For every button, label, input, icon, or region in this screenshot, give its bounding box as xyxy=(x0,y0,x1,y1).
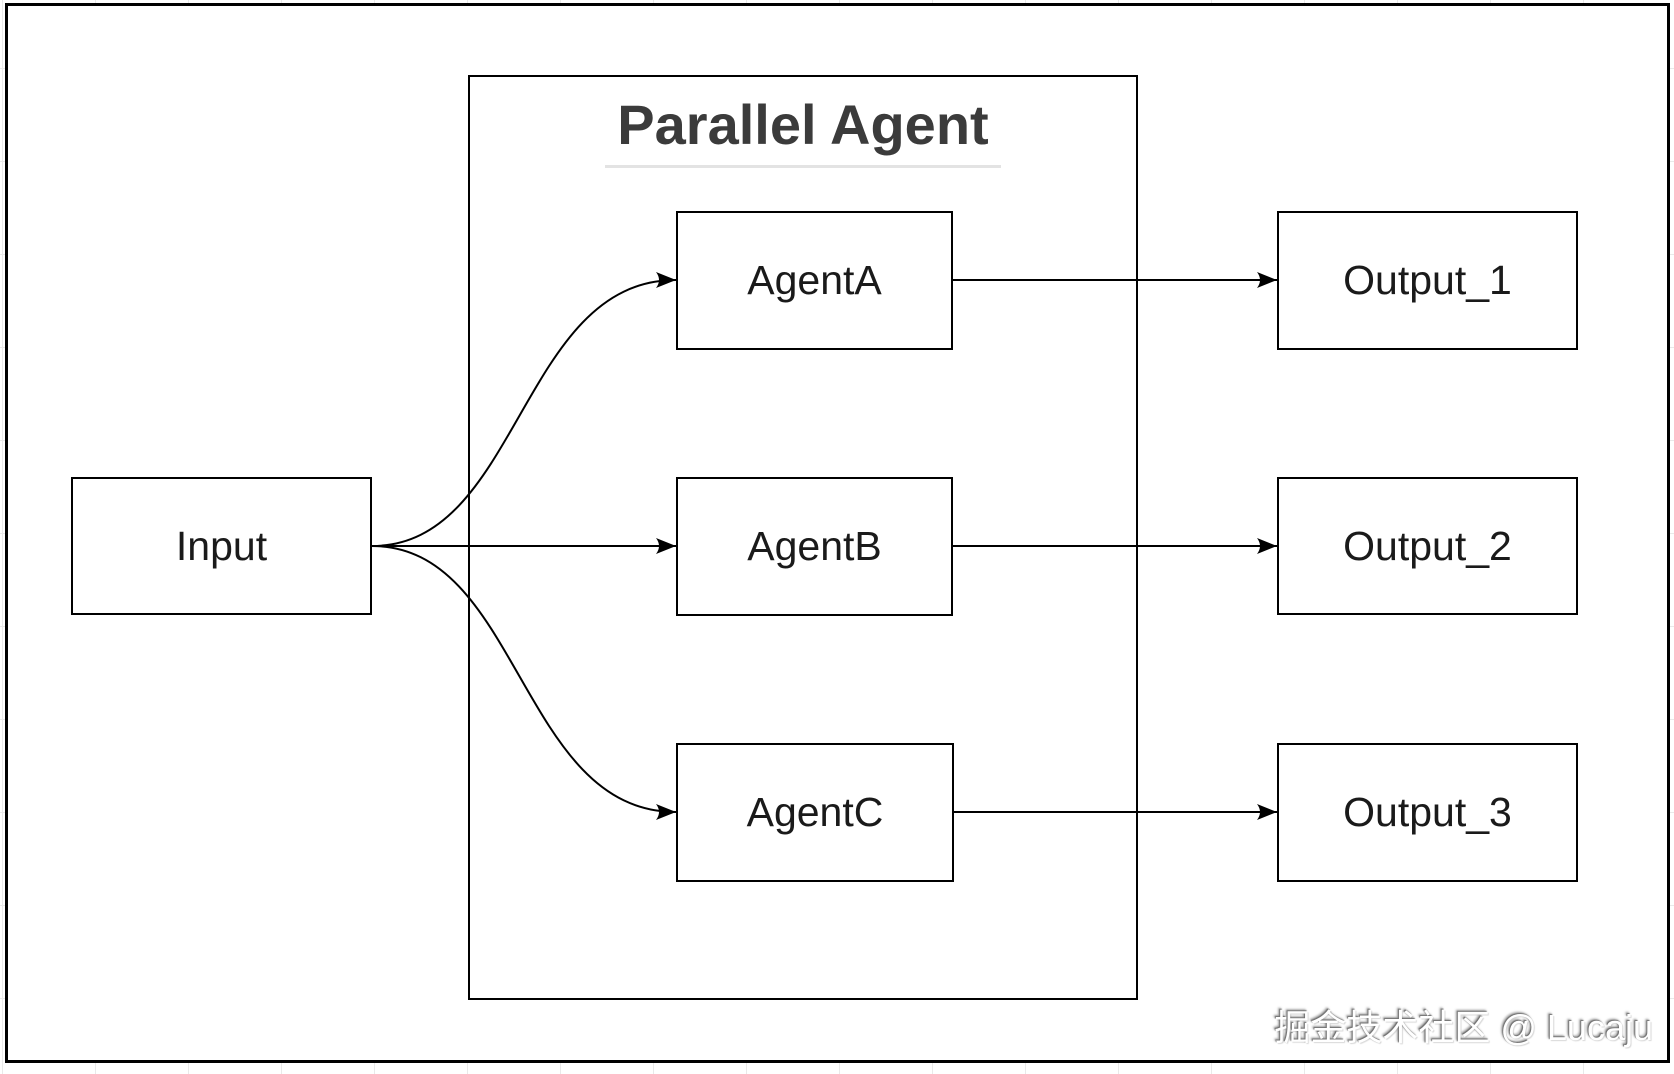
node-output-2: Output_2 xyxy=(1277,477,1578,615)
node-agent-c: AgentC xyxy=(676,743,954,882)
node-label: Output_2 xyxy=(1343,522,1512,569)
node-label: Output_1 xyxy=(1343,257,1512,303)
watermark: 掘金技术社区 @ Lucaju xyxy=(1274,1007,1653,1048)
node-output-1: Output_1 xyxy=(1277,211,1578,350)
group-title: Parallel Agent xyxy=(605,97,1001,168)
group-title-row: Parallel Agent xyxy=(470,97,1136,168)
node-agent-b: AgentB xyxy=(676,477,953,616)
node-output-3: Output_3 xyxy=(1277,743,1578,882)
node-label: AgentA xyxy=(747,257,882,303)
node-label: Input xyxy=(175,522,268,569)
node-label: AgentB xyxy=(747,523,882,569)
node-label: AgentC xyxy=(746,789,884,835)
node-input: Input xyxy=(71,477,372,615)
node-agent-a: AgentA xyxy=(676,211,953,350)
node-label: Output_3 xyxy=(1343,789,1512,835)
